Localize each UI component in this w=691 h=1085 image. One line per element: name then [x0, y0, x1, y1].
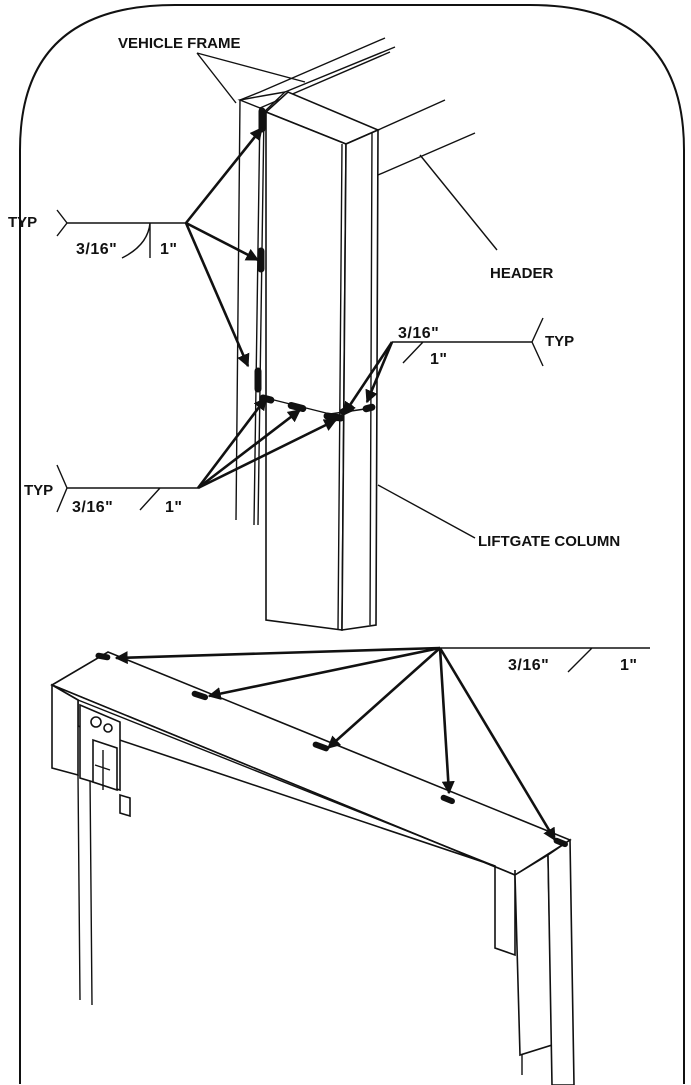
weld-bead	[312, 741, 329, 752]
weld-arrow	[197, 408, 302, 490]
weld-bead	[191, 690, 209, 701]
header-leader	[419, 154, 498, 251]
weld-arrow	[438, 647, 557, 842]
vehicle-frame-leader	[196, 52, 306, 104]
bottom-assembly	[50, 646, 650, 1085]
weld-arrow	[197, 418, 338, 490]
vehicle-frame-rail	[239, 37, 396, 109]
weld-symbol-right	[392, 317, 544, 367]
weld-length-label: 1"	[430, 351, 447, 368]
page-border	[19, 4, 685, 1084]
column-inner-line	[337, 131, 373, 631]
vehicle-frame-top	[237, 90, 288, 113]
weld-arrow	[342, 341, 394, 416]
weld-typ-label: TYP	[545, 333, 574, 350]
weld-symbol-left-top	[56, 209, 186, 259]
header-label: HEADER	[490, 265, 554, 282]
vehicle-frame-upright	[235, 99, 265, 526]
weld-arrow	[196, 396, 268, 489]
right-column-front	[514, 853, 553, 1057]
weld-arrow	[184, 126, 264, 224]
weld-size-label: 3/16"	[508, 657, 549, 674]
weld-typ-label: TYP	[24, 482, 53, 499]
weld-symbol-left-bottom	[56, 464, 198, 513]
right-column-side	[547, 838, 575, 1085]
weld-length-label: 1"	[160, 241, 177, 258]
left-column	[51, 683, 79, 777]
liftgate-column-leader	[377, 484, 476, 539]
weld-length-label: 1"	[165, 499, 182, 516]
weld-bead	[95, 652, 111, 661]
weld-arrow	[114, 646, 441, 665]
weld-arrow	[438, 647, 455, 795]
weld-bead	[257, 247, 265, 273]
weld-size-label: 3/16"	[398, 325, 439, 342]
weld-arrow	[185, 221, 260, 262]
weld-typ-label: TYP	[8, 214, 37, 231]
weld-symbol-bottom	[440, 647, 650, 673]
top-assembly	[56, 37, 544, 631]
liftgate-column-label: LIFTGATE COLUMN	[478, 533, 620, 550]
vehicle-frame-label: VEHICLE FRAME	[118, 35, 241, 52]
weld-arrow	[184, 222, 250, 368]
weld-arrow	[207, 646, 441, 700]
weld-bead	[440, 794, 455, 805]
column-front	[265, 110, 347, 631]
weld-arrow	[327, 647, 441, 749]
left-column-lower	[77, 774, 93, 1006]
weld-bead	[254, 367, 262, 393]
header-top-face	[50, 651, 572, 876]
weld-bead	[362, 403, 376, 413]
left-mechanism	[79, 703, 131, 818]
weld-length-label: 1"	[620, 657, 637, 674]
weld-arrow	[365, 341, 394, 404]
column-side	[341, 128, 379, 631]
weld-size-label: 3/16"	[76, 241, 117, 258]
weld-size-label: 3/16"	[72, 499, 113, 516]
header-front-bottom	[77, 699, 496, 867]
